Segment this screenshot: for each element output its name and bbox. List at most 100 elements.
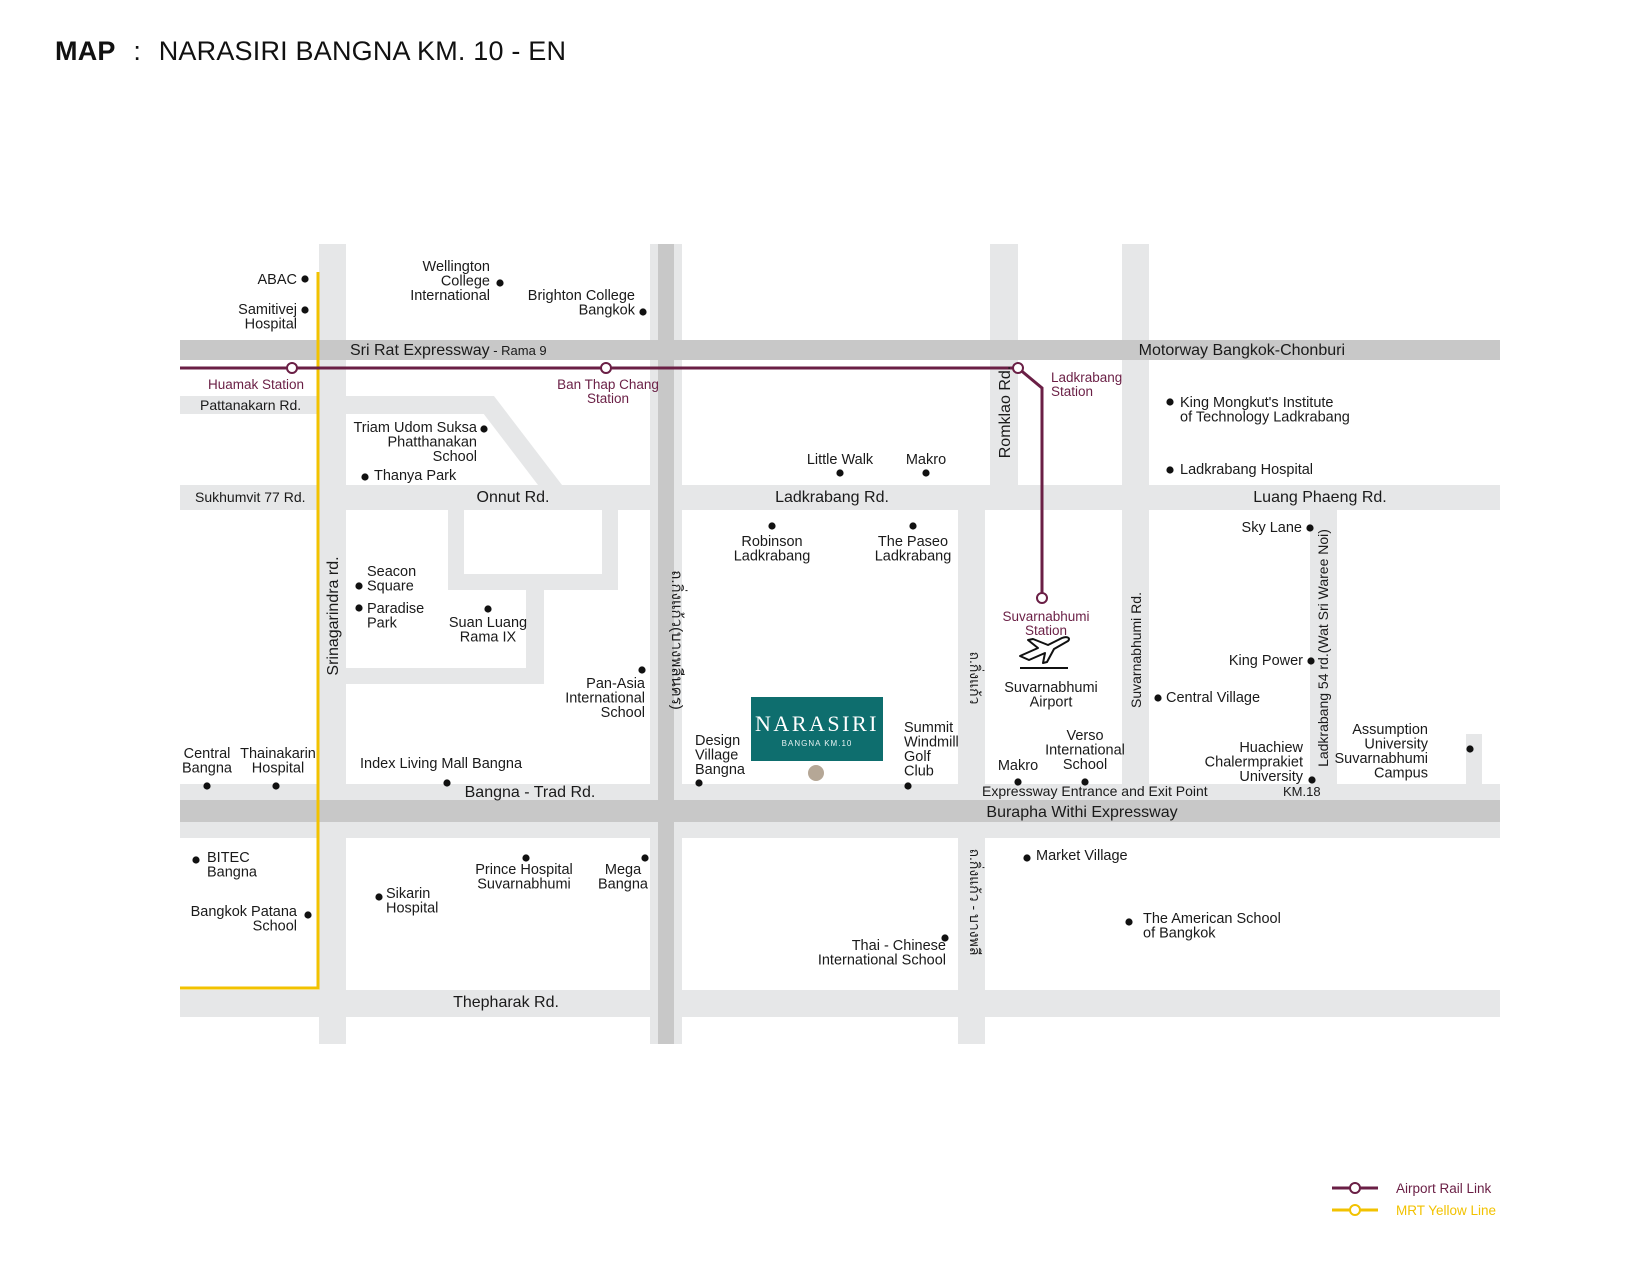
road-label-motorway: Motorway Bangkok-Chonburi — [1139, 342, 1345, 359]
road-label-thai-road2: ถ.กิ่งแก้ว - บางพลี — [967, 849, 984, 956]
road-labels: Sri Rat Expressway - Rama 9 Motorway Bang… — [195, 342, 1387, 1011]
road-ladkrabang54 — [1310, 510, 1337, 788]
place-dot-mega — [641, 854, 649, 862]
road-under-burapha — [180, 822, 1500, 838]
legend-airport-label: Airport Rail Link — [1396, 1181, 1492, 1196]
road-label-srinagarindra: Srinagarindra rd. — [325, 556, 342, 675]
place-dot-brighton — [639, 308, 647, 316]
road-label-ladkrabang54: Ladkrabang 54 rd.(Wat Sri Waree Noi) — [1315, 529, 1331, 767]
road-seacon-bottom — [346, 668, 544, 684]
ban-thap-chang-station-marker — [600, 362, 612, 374]
road-assumption-spur — [1466, 734, 1482, 788]
road-label-km18: KM.18 — [1283, 784, 1321, 799]
place-dot-wellington — [496, 279, 504, 287]
place-dot-american-school — [1125, 918, 1133, 926]
place-label-index-living: Index Living Mall Bangna — [360, 756, 523, 772]
place-dot-central-village — [1154, 694, 1162, 702]
place-dot-market-village — [1023, 854, 1031, 862]
place-dot-makro1 — [922, 469, 930, 477]
station-label-huamak: Huamak Station — [208, 377, 304, 392]
legend-mrt-label: MRT Yellow Line — [1396, 1203, 1496, 1218]
place-dot-thainakarin — [272, 782, 280, 790]
place-dot-ladkrabang-hosp — [1166, 466, 1174, 474]
legend-airport-marker — [1349, 1182, 1361, 1194]
place-dot-makro2 — [1014, 778, 1022, 786]
place-dot-verso — [1081, 778, 1089, 786]
road-seacon-right — [526, 574, 544, 684]
legend-mrt-marker — [1349, 1204, 1361, 1216]
place-label-king-power: King Power — [1229, 653, 1303, 669]
place-dot-king-power — [1307, 657, 1315, 665]
road-onnut — [180, 485, 1500, 510]
airport-rail-link — [180, 366, 1044, 598]
road-label-bangna-trad: Bangna - Trad Rd. — [465, 784, 596, 801]
expressway-king-kaew — [658, 244, 674, 1044]
project-location-dot[interactable] — [808, 765, 824, 781]
road-label-luang-phaeng: Luang Phaeng Rd. — [1253, 489, 1386, 506]
place-dot-summit — [904, 782, 912, 790]
place-dot-seacon — [355, 582, 363, 590]
road-king-kaew-lower — [958, 510, 985, 1044]
road-srinagarindra — [319, 244, 346, 1044]
place-dot-triam — [480, 425, 488, 433]
place-dot-huachiew — [1308, 776, 1316, 784]
place-label-thanya: Thanya Park — [374, 468, 457, 484]
road-label-sukhumvit77: Sukhumvit 77 Rd. — [195, 489, 306, 505]
place-dot-paseo — [909, 522, 917, 530]
place-dot-prince — [522, 854, 530, 862]
place-label-central-village: Central Village — [1166, 690, 1260, 706]
place-label-little-walk: Little Walk — [807, 452, 874, 468]
place-dot-sky-lane — [1306, 524, 1314, 532]
place-dot-central-bangna — [203, 782, 211, 790]
place-dot-robinson — [768, 522, 776, 530]
road-label-thepharak: Thepharak Rd. — [453, 994, 559, 1011]
place-dot-bangkok-patana — [304, 911, 312, 919]
place-dot-pan-asia — [638, 666, 646, 674]
road-bangna-trad — [180, 784, 1500, 800]
place-dot-index-living — [443, 779, 451, 787]
road-label-suvarnabhumi-rd: Suvarnabhumi Rd. — [1128, 592, 1144, 708]
huamak-station-marker — [286, 362, 298, 374]
place-dot-paradise — [355, 604, 363, 612]
minor-roads — [180, 244, 1500, 1044]
project-logo-box[interactable] — [751, 697, 883, 761]
place-dot-little-walk — [836, 469, 844, 477]
project-marker[interactable]: NARASIRI BANGNA KM.10 — [751, 697, 883, 781]
map-word: MAP — [55, 36, 116, 66]
place-dot-thanya — [361, 473, 369, 481]
road-label-burapha: Burapha Withi Expressway — [986, 804, 1177, 821]
place-label-sky-lane: Sky Lane — [1242, 520, 1302, 536]
road-label-ladkrabang: Ladkrabang Rd. — [775, 489, 889, 506]
road-label-sri-rat: Sri Rat Expressway - Rama 9 — [350, 342, 547, 359]
road-exp-ramp — [910, 784, 960, 800]
expressway-sri-rat — [180, 340, 1500, 360]
suvarnabhumi-station-marker — [1036, 592, 1048, 604]
place-dot-abac — [301, 275, 309, 283]
expressway-burapha — [180, 800, 1500, 822]
map-title: MAP : NARASIRI BANGNA KM. 10 - EN — [55, 36, 566, 67]
airplane-icon — [1019, 636, 1071, 669]
place-label-ladkrabang-hosp: Ladkrabang Hospital — [1180, 462, 1313, 478]
road-label-pattanakarn: Pattanakarn Rd. — [200, 397, 301, 413]
road-label-romklao: Romklao Rd. — [997, 366, 1014, 458]
